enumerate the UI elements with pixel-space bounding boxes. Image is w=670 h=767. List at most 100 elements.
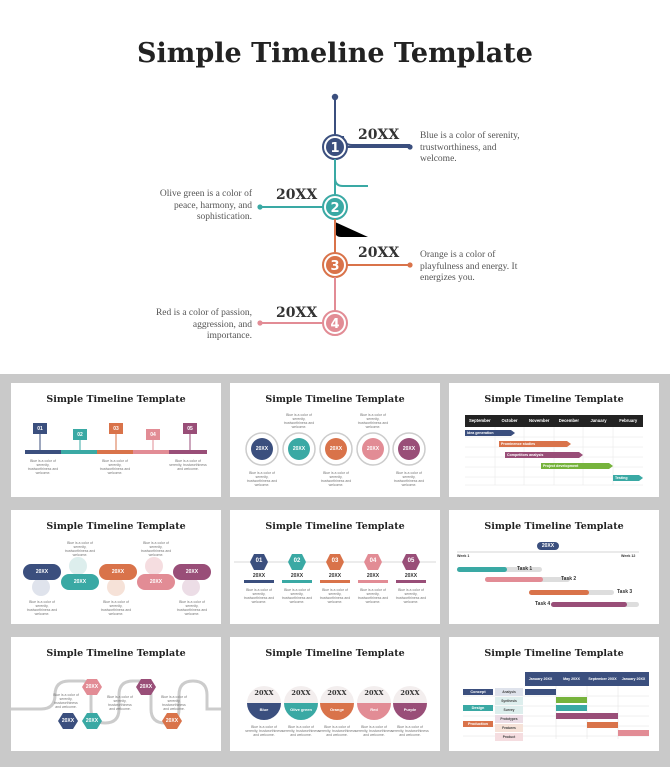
- flag-timeline-graphic: [25, 423, 207, 454]
- month-header: November: [528, 418, 550, 423]
- thumb-caption: Blue is a color of serenity, trustworthi…: [100, 600, 132, 616]
- thumb-number: 05: [407, 558, 415, 564]
- thumb-year: 20XX: [73, 579, 87, 585]
- row-label: Synthesis: [501, 699, 517, 703]
- thumb-year: 20XX: [165, 718, 179, 724]
- color-name: Purple: [403, 707, 417, 712]
- thumbnail-slide-1[interactable]: Simple Timeline Template 01 02 03 04 05 …: [11, 383, 221, 497]
- thumb-year: 20XX: [366, 573, 380, 579]
- page-title: Simple Timeline Template: [137, 38, 533, 69]
- thumbnail-slide-5[interactable]: Simple Timeline Template 01 02 03 04 05 …: [230, 510, 440, 624]
- thumb-number: 01: [255, 558, 263, 564]
- column-header: May 20XX: [563, 677, 580, 681]
- thumb-year: 20XX: [111, 569, 125, 575]
- thumbnail-slide-2[interactable]: Simple Timeline Template 20XX 20XX 20XX …: [230, 383, 440, 497]
- thumb-caption: Blue is a color of serenity, trustworthi…: [169, 459, 207, 471]
- thumbnail-title: Simple Timeline Template: [484, 394, 624, 405]
- column-header: January 20XX: [528, 677, 553, 681]
- thumb-year: 20XX: [85, 684, 99, 690]
- thumb-year: 20XX: [292, 446, 306, 452]
- thumbnail-slide-9[interactable]: Simple Timeline Template January 20XX Ma…: [449, 637, 659, 751]
- thumbnail-title: Simple Timeline Template: [46, 394, 186, 405]
- color-name: Olive green: [290, 707, 312, 712]
- thumb-number: 05: [187, 426, 193, 432]
- month-header: October: [501, 418, 518, 423]
- thumb-year: 20XX: [291, 689, 311, 697]
- thumb-caption: Blue is a color of serenity, trustworthi…: [176, 600, 208, 616]
- week-label: Week 12: [621, 554, 636, 558]
- month-header: January: [590, 418, 607, 423]
- hexagon-timeline-graphic: [234, 554, 436, 583]
- thumb-number: 02: [293, 558, 301, 564]
- thumb-caption: Blue is a color of serenity, trustworthi…: [319, 588, 351, 604]
- color-name: Orange: [329, 707, 344, 712]
- year-label-1: 20XX: [358, 127, 400, 143]
- item-text-2: Olive green is a color of peace, harmony…: [159, 189, 252, 222]
- thumb-year: 20XX: [402, 446, 416, 452]
- thumb-year: 20XX: [400, 689, 420, 697]
- task-label: Task 3: [617, 589, 633, 595]
- thumb-year: 20XX: [366, 446, 380, 452]
- thumb-year: 20XX: [35, 569, 49, 575]
- thumb-caption: Blue is a color of serenity, trustworthi…: [99, 459, 131, 475]
- thumb-number: 03: [113, 426, 119, 432]
- month-header: February: [619, 418, 638, 423]
- thumbnail-slide-7[interactable]: Simple Timeline Template 20XX 20XX 20XX …: [11, 637, 221, 751]
- circle-timeline-graphic: [245, 432, 426, 466]
- thumb-year: 20XX: [149, 579, 163, 585]
- thumbnail-slide-4[interactable]: Simple Timeline Template 20XX 20XX 20XX …: [11, 510, 221, 624]
- item-text-1: Blue is a color of serenity, trustworthi…: [420, 131, 520, 164]
- item-text-4: Red is a color of passion, aggression, a…: [155, 308, 252, 341]
- snake-timeline-graphic: [11, 679, 221, 729]
- phase-gantt-graphic: [463, 672, 649, 741]
- thumb-year: 20XX: [254, 689, 274, 697]
- thumb-caption: Blue is a color of serenity, trustworthi…: [161, 695, 187, 711]
- year-label-4: 20XX: [276, 305, 318, 321]
- timeline-graphic: 1 2 3 4: [257, 93, 413, 336]
- column-header: September 20XX: [588, 677, 617, 681]
- row-label: Product: [502, 735, 516, 739]
- task-label: Prominence studies: [501, 442, 536, 446]
- thumbnail-slide-6[interactable]: Simple Timeline Template 20XX Week 1 Wee…: [449, 510, 659, 624]
- thumb-year: 20XX: [85, 718, 99, 724]
- thumb-caption: Blue is a color of serenity, trustworthi…: [357, 588, 389, 604]
- task-label: Testing: [615, 476, 628, 480]
- task-label: Task 4: [535, 601, 551, 607]
- month-header: September: [469, 418, 491, 423]
- thumb-number: 02: [77, 432, 83, 438]
- task-label: Project development: [543, 464, 579, 468]
- thumb-caption: Blue is a color of serenity, trustworthi…: [283, 413, 315, 429]
- thumbnail-title: Simple Timeline Template: [265, 521, 405, 532]
- thumb-caption: Blue is a color of serenity, trustworthi…: [393, 471, 425, 487]
- thumbnail-title: Simple Timeline Template: [46, 521, 186, 532]
- month-header: December: [558, 418, 579, 423]
- thumb-year: 20XX: [61, 718, 75, 724]
- row-label: Features: [502, 726, 516, 730]
- thumb-caption: Blue is a color of serenity, trustworthi…: [246, 471, 278, 487]
- thumb-caption: Blue is a color of serenity, trustworthi…: [27, 459, 59, 475]
- thumbnail-title: Simple Timeline Template: [484, 648, 624, 659]
- item-text-3: Orange is a color of playfulness and ene…: [420, 250, 518, 283]
- thumb-caption: Blue is a color of serenity, trustworthi…: [357, 413, 389, 429]
- thumbnail-title: Simple Timeline Template: [265, 394, 405, 405]
- thumb-caption: Blue is a color of serenity, trustworthi…: [53, 693, 79, 709]
- thumb-number: 04: [150, 432, 156, 438]
- thumb-year: 20XX: [404, 573, 418, 579]
- row-label: Prototypes: [500, 717, 518, 721]
- thumb-year: 20XX: [185, 569, 199, 575]
- year-pill: 20XX: [541, 543, 555, 549]
- thumb-number: 01: [37, 426, 43, 432]
- row-label: Survey: [503, 708, 515, 712]
- thumb-caption: Blue is a color of serenity, trustworthi…: [281, 588, 313, 604]
- thumb-caption: Blue is a color of serenity, trustworthi…: [282, 725, 320, 737]
- thumb-number: 03: [331, 558, 339, 564]
- column-header: January 20XX: [621, 677, 646, 681]
- thumbnail-title: Simple Timeline Template: [265, 648, 405, 659]
- task-label: Task 1: [517, 566, 533, 572]
- thumb-caption: Blue is a color of serenity, trustworthi…: [140, 541, 172, 557]
- phase-label: Production: [467, 722, 489, 726]
- task-label: Idea generation: [467, 431, 494, 435]
- thumbnail-slide-3[interactable]: Simple Timeline Template September Octob…: [449, 383, 659, 497]
- thumbnail-slide-8[interactable]: Simple Timeline Template 20XX 20XX 20XX …: [230, 637, 440, 751]
- year-label-2: 20XX: [276, 187, 318, 203]
